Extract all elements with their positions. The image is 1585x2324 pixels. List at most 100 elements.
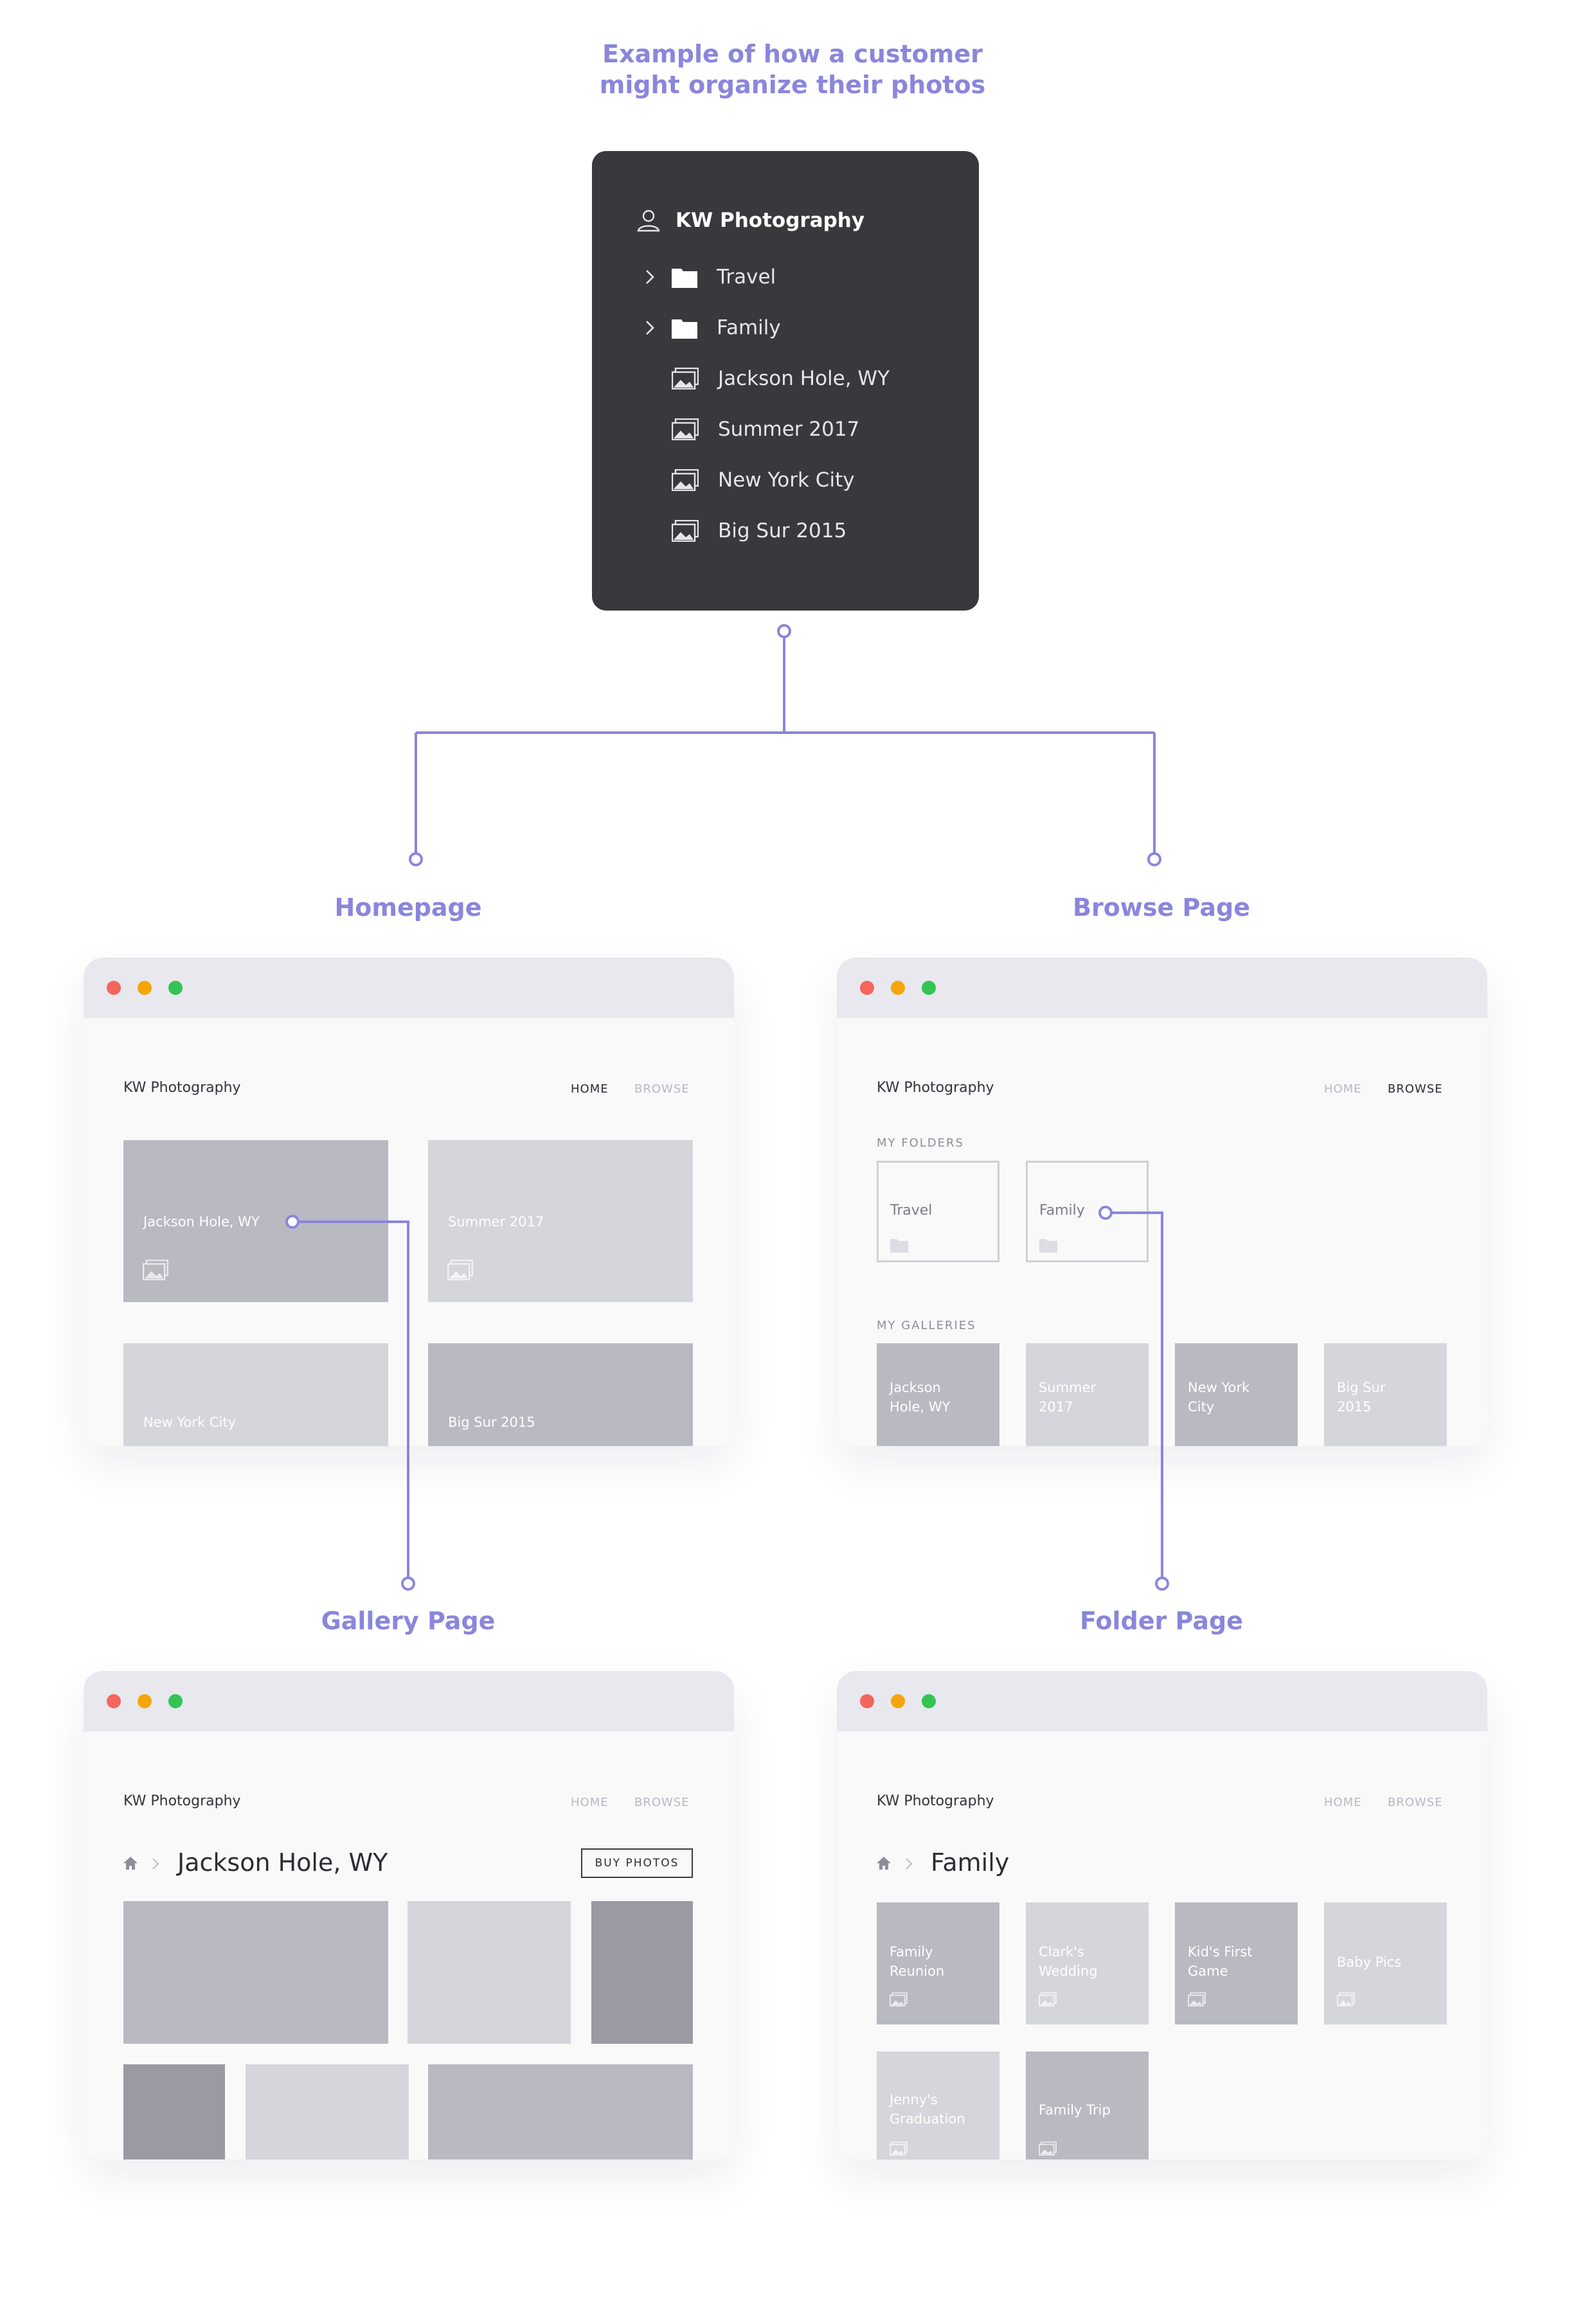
tree-account-name: KW Photography	[676, 209, 865, 232]
nav-browse[interactable]: BROWSE	[634, 1796, 690, 1809]
tree-item-family[interactable]: Family	[643, 314, 781, 342]
connector-node	[1155, 1577, 1169, 1591]
tree-item-label: Family	[717, 316, 781, 339]
photo-thumbnail[interactable]	[246, 2064, 409, 2159]
chevron-right-icon[interactable]	[643, 267, 656, 287]
connector-node	[409, 852, 423, 866]
close-dot[interactable]	[107, 981, 121, 995]
tree-item-label: Travel	[717, 265, 776, 289]
nav-browse[interactable]: BROWSE	[1388, 1082, 1443, 1096]
gallery-card-new-york-city[interactable]: New York City	[1175, 1343, 1298, 1446]
folder-icon	[1039, 1238, 1057, 1253]
connector-node	[285, 1215, 300, 1229]
tile-label: Summer 2017	[1039, 1380, 1097, 1415]
tree-item-new-york-city[interactable]: New York City	[672, 466, 855, 494]
gallery-icon	[672, 418, 699, 440]
chevron-right-icon[interactable]	[643, 318, 656, 337]
photo-thumbnail[interactable]	[407, 1901, 571, 2044]
gallery-icon	[672, 368, 699, 389]
chevron-right-icon	[152, 1858, 159, 1870]
gallery-card-big-sur-2015[interactable]: Big Sur 2015	[1324, 1343, 1447, 1446]
tree-item-travel[interactable]: Travel	[643, 263, 776, 291]
buy-photos-button[interactable]: BUY PHOTOS	[581, 1848, 693, 1878]
home-icon[interactable]	[122, 1855, 139, 1872]
gallery-card-jackson-hole[interactable]: Jackson Hole, WY	[877, 1343, 999, 1446]
zoom-dot[interactable]	[922, 1694, 936, 1708]
site-brand[interactable]: KW Photography	[877, 1080, 994, 1096]
folder-gallery-card[interactable]: Clark's Wedding	[1026, 1902, 1149, 2025]
tree-item-summer-2017[interactable]: Summer 2017	[672, 415, 859, 443]
close-dot[interactable]	[860, 1694, 874, 1708]
tile-label: Big Sur 2015	[448, 1415, 535, 1430]
gallery-tile-summer-2017[interactable]: Summer 2017	[428, 1140, 693, 1302]
my-folders-label: MY FOLDERS	[877, 1136, 964, 1150]
connector-tree-to-pages	[415, 638, 1156, 855]
minimize-dot[interactable]	[891, 981, 905, 995]
folder-gallery-card[interactable]: Jenny's Graduation	[877, 2051, 999, 2159]
gallery-icon	[672, 520, 699, 542]
gallery-card-summer-2017[interactable]: Summer 2017	[1026, 1343, 1149, 1446]
site-brand[interactable]: KW Photography	[877, 1793, 994, 1809]
tile-label: Jackson Hole, WY	[890, 1380, 951, 1415]
tree-item-jackson-hole[interactable]: Jackson Hole, WY	[672, 364, 890, 393]
site-brand[interactable]: KW Photography	[123, 1793, 241, 1809]
photo-thumbnail[interactable]	[123, 2064, 225, 2159]
section-title-homepage: Homepage	[334, 893, 482, 922]
tile-label: Summer 2017	[448, 1214, 544, 1229]
tile-label: Baby Pics	[1337, 1954, 1402, 1970]
gallery-tile-big-sur-2015[interactable]: Big Sur 2015	[428, 1343, 693, 1446]
gallery-icon	[1337, 1992, 1355, 2007]
diagram-headline: Example of how a customer might organize…	[471, 39, 1114, 100]
gallery-icon	[447, 1260, 473, 1280]
photo-thumbnail[interactable]	[591, 1901, 693, 2044]
chevron-right-icon	[906, 1858, 913, 1870]
zoom-dot[interactable]	[168, 981, 183, 995]
tree-item-label: Summer 2017	[718, 418, 860, 441]
tile-label: Kid's First Game	[1188, 1944, 1253, 1979]
folder-card-label: Family	[1039, 1202, 1085, 1219]
section-title-browse: Browse Page	[1073, 893, 1250, 922]
photo-thumbnail[interactable]	[123, 1901, 388, 2044]
photo-thumbnail[interactable]	[428, 2064, 693, 2159]
gallery-icon	[1039, 1992, 1057, 2007]
tile-label: Family Trip	[1039, 2102, 1111, 2118]
folder-gallery-card[interactable]: Family Reunion	[877, 1902, 999, 2025]
nav-home[interactable]: HOME	[571, 1796, 609, 1809]
close-dot[interactable]	[107, 1694, 121, 1708]
nav-home[interactable]: HOME	[1324, 1796, 1362, 1809]
my-galleries-label: MY GALLERIES	[877, 1319, 976, 1332]
headline-line-1: Example of how a customer	[602, 40, 983, 68]
window-title-bar	[837, 958, 1487, 1018]
nav-browse[interactable]: BROWSE	[1388, 1796, 1443, 1809]
minimize-dot[interactable]	[138, 981, 152, 995]
folder-gallery-card[interactable]: Family Trip	[1026, 2051, 1149, 2159]
tree-item-big-sur-2015[interactable]: Big Sur 2015	[672, 517, 846, 545]
close-dot[interactable]	[860, 981, 874, 995]
tree-item-label: Big Sur 2015	[718, 519, 847, 542]
nav-browse[interactable]: BROWSE	[634, 1082, 690, 1096]
gallery-icon	[890, 1992, 908, 2007]
nav-home[interactable]: HOME	[1324, 1082, 1362, 1096]
connector-node	[1147, 852, 1161, 866]
folder-icon	[890, 1238, 908, 1253]
minimize-dot[interactable]	[138, 1694, 152, 1708]
home-icon[interactable]	[875, 1855, 892, 1872]
folder-card-travel[interactable]: Travel	[877, 1161, 999, 1262]
connector-homepage-to-gallery	[292, 1220, 409, 1579]
gallery-icon	[143, 1260, 168, 1280]
tile-label: Big Sur 2015	[1337, 1380, 1386, 1415]
folder-gallery-card[interactable]: Kid's First Game	[1175, 1902, 1298, 2025]
minimize-dot[interactable]	[891, 1694, 905, 1708]
tree-account-row: KW Photography	[636, 206, 864, 235]
connector-node	[1098, 1206, 1113, 1220]
gallery-tile-new-york-city[interactable]: New York City	[123, 1343, 388, 1446]
site-brand[interactable]: KW Photography	[123, 1080, 241, 1096]
gallery-icon	[890, 2141, 908, 2156]
tree-item-label: Jackson Hole, WY	[718, 367, 890, 390]
folder-gallery-card[interactable]: Baby Pics	[1324, 1902, 1447, 2025]
zoom-dot[interactable]	[922, 981, 936, 995]
folder-page-window: KW Photography HOME BROWSE Family Family…	[837, 1671, 1487, 2159]
zoom-dot[interactable]	[168, 1694, 183, 1708]
nav-home[interactable]: HOME	[571, 1082, 609, 1096]
